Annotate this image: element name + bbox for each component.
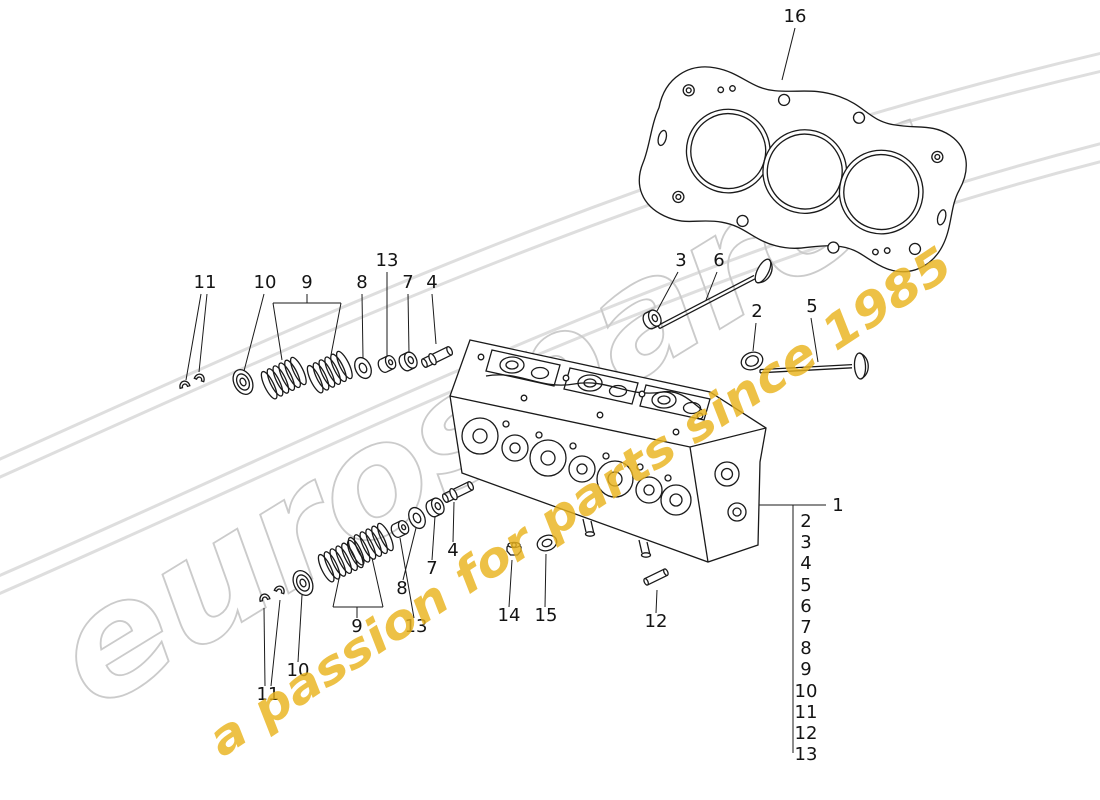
callout-upper-collar: 7 [402,272,413,293]
head-gasket-drawing [638,66,967,273]
callout-upper-seal: 13 [376,250,399,271]
legend-item: 8 [800,638,811,659]
callout-washer: 15 [535,605,558,626]
seat-ring-drawing [740,351,764,371]
callout-exhaust-valve: 5 [806,296,817,317]
washer-drawing [536,534,558,552]
callout-lower-guide: 4 [447,540,458,561]
callout-lower-keeper: 11 [257,684,280,705]
callout-upper-retainer: 10 [254,272,277,293]
intake-valve-drawing [657,258,773,330]
callout-lower-retainer: 10 [287,660,310,681]
exhaust-valve-drawing [759,352,869,380]
legend-item: 12 [795,723,818,744]
legend-item: 2 [800,511,811,532]
callout-upper-seat: 8 [356,272,367,293]
leader-lines [185,27,826,753]
legend-item: 6 [800,596,811,617]
cylinder-head-drawing [449,339,767,563]
callout-lower-seat: 8 [396,578,407,599]
callout-upper-spring: 9 [301,272,312,293]
callout-lower-seal: 13 [405,616,428,637]
callout-labels: 16 3 6 2 5 11 10 9 8 13 7 4 4 7 8 13 9 1… [194,6,818,705]
callout-lower-collar: 7 [426,558,437,579]
callout-stud: 12 [645,611,668,632]
stud-drawing [643,568,669,586]
legend-item: 9 [800,659,811,680]
legend-item: 3 [800,532,811,553]
callout-valve-seal: 3 [675,250,686,271]
callout-upper-keeper: 11 [194,272,217,293]
legend-item: 4 [800,553,811,574]
callout-gasket: 16 [784,6,807,27]
legend-column: 1 2 3 4 5 6 7 8 9 10 11 12 13 [795,495,844,765]
callout-lower-spring: 9 [351,616,362,637]
callout-nut: 14 [498,605,521,626]
callout-upper-guide: 4 [426,272,437,293]
callout-seat-ring: 2 [751,301,762,322]
legend-assembly-number: 1 [832,495,843,516]
legend-item: 13 [795,744,818,765]
legend-item: 5 [800,575,811,596]
callout-intake-valve: 6 [713,250,724,271]
legend-item: 10 [795,681,818,702]
legend-item: 11 [795,702,818,723]
legend-item: 7 [800,617,811,638]
nut-drawing [506,541,522,556]
